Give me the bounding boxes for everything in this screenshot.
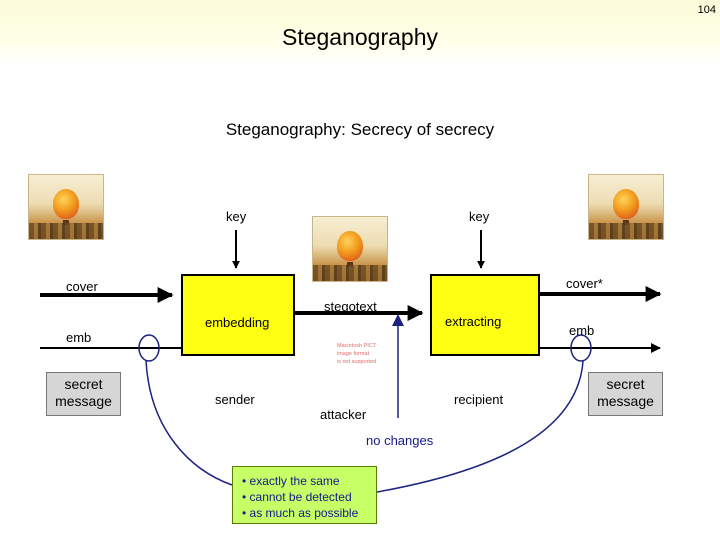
bullet-item: • exactly the same — [242, 474, 340, 488]
key-right-label: key — [469, 209, 490, 224]
title-band — [0, 0, 720, 66]
key-left-label: key — [226, 209, 247, 224]
curve-right — [376, 360, 584, 493]
no-changes-label: no changes — [366, 433, 434, 448]
cover-photo-icon — [28, 174, 104, 240]
emb-left-circle — [138, 334, 160, 362]
page-number: 104 — [697, 4, 716, 16]
secret-message-right-text: secret message — [597, 376, 654, 409]
attacker-label: attacker — [320, 407, 367, 422]
slide-subtitle: Steganography: Secrecy of secrecy — [225, 120, 495, 139]
note-line: Macintosh PICT — [337, 343, 377, 349]
bullet-item: • cannot be detected — [242, 490, 352, 504]
emb-right-label: emb — [569, 323, 595, 338]
cover-star-label: cover* — [566, 276, 603, 291]
requirements-box: • exactly the same • cannot be detected … — [232, 466, 377, 524]
embedding-label: embedding — [205, 315, 270, 330]
embedding-box — [181, 274, 295, 356]
unsupported-image-note: Macintosh PICT image format is not suppo… — [337, 342, 376, 366]
note-line: image format — [337, 351, 370, 357]
stegotext-label: stegotext — [324, 299, 377, 314]
secret-message-right: secret message — [588, 372, 663, 416]
sender-label: sender — [215, 392, 255, 407]
secret-message-left: secret message — [46, 372, 121, 416]
output-photo-icon — [588, 174, 664, 240]
extracting-label: extracting — [445, 314, 502, 329]
stego-photo-icon — [312, 216, 388, 282]
emb-left-label: emb — [66, 330, 92, 345]
curve-left — [145, 360, 233, 486]
slide-title: Steganography — [281, 24, 438, 50]
emb-right-circle — [570, 334, 592, 362]
extracting-box — [430, 274, 540, 356]
recipient-label: recipient — [454, 392, 504, 407]
note-line: is not supported — [337, 359, 377, 365]
bullet-item: • as much as possible — [242, 506, 359, 520]
cover-label: cover — [66, 279, 98, 294]
secret-message-left-text: secret message — [55, 376, 112, 409]
